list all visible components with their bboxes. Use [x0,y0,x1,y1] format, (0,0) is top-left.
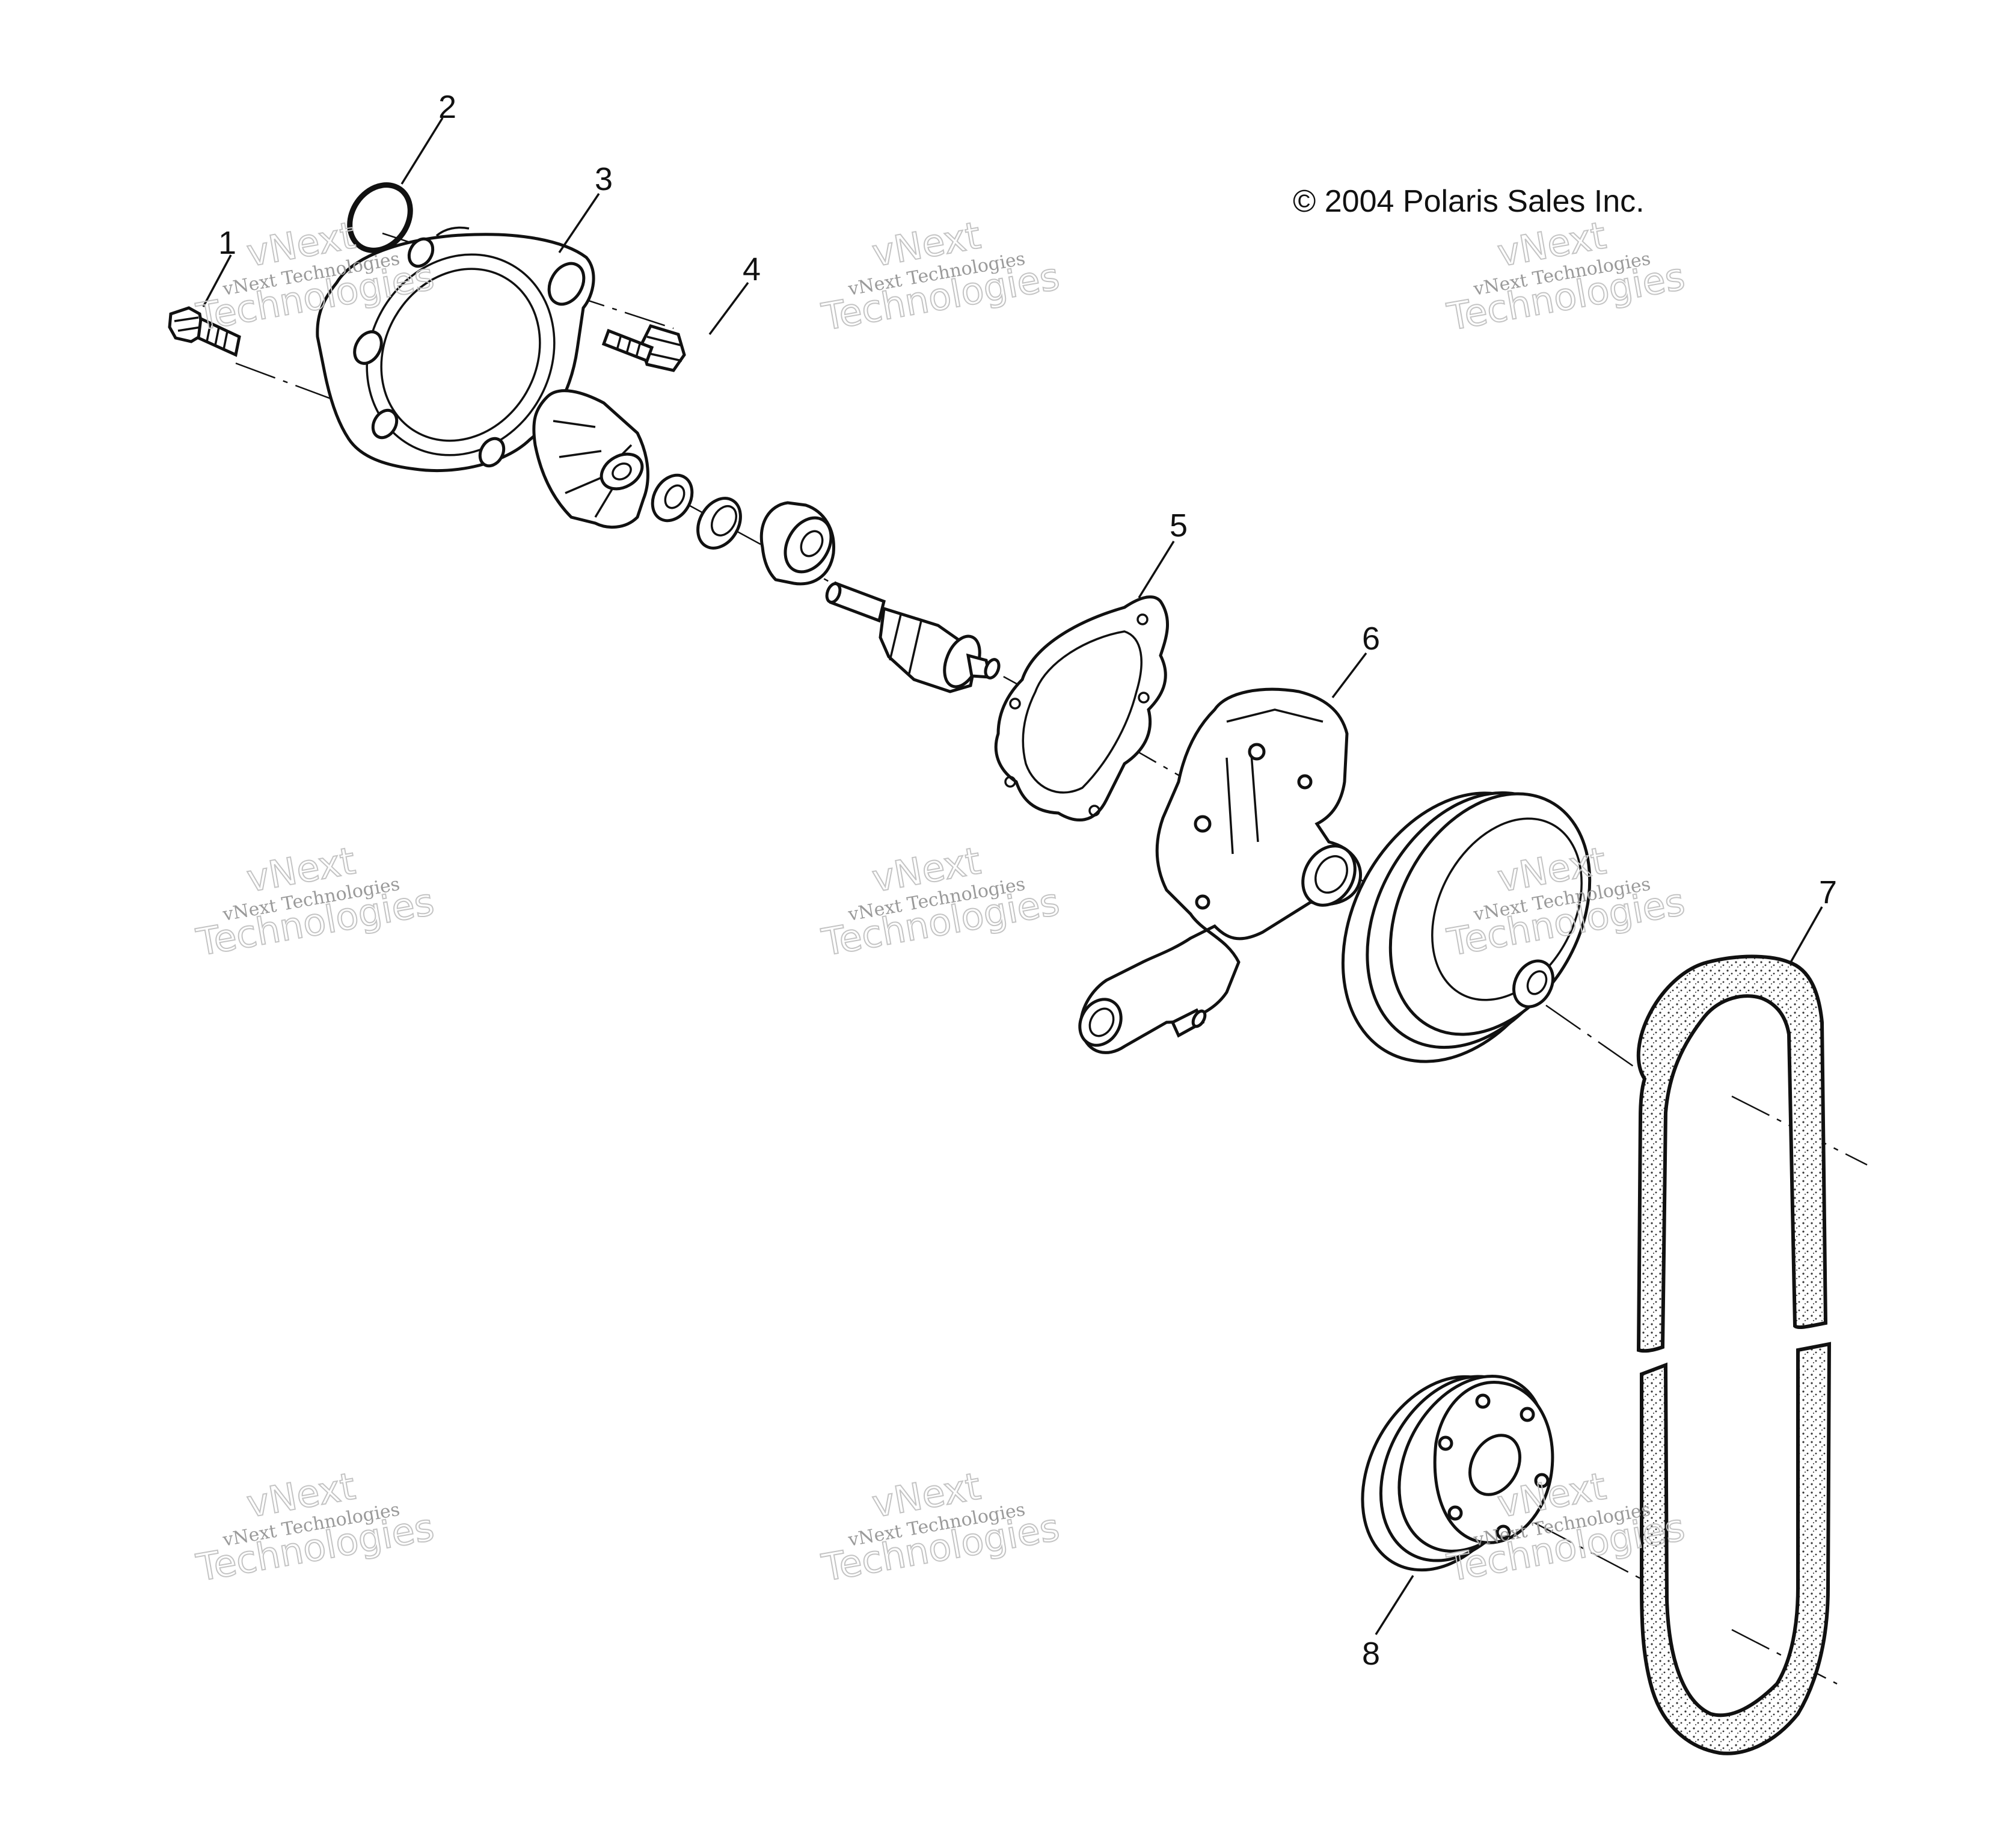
callout-4: 4 [743,251,761,287]
watermark: vNext vNext Technologies Technologies [818,212,1063,340]
bearing [759,501,836,586]
shaft-assembly [825,581,1001,693]
callout-1: 1 [218,225,236,261]
seal-washer [651,473,694,523]
part-3-pump-cover [316,226,595,472]
callout-6: 6 [1362,621,1380,657]
part-7-belt [1636,954,1832,1755]
watermark: vNext vNext Technologies Technologies [192,838,438,965]
seal-ring [696,497,742,550]
callout-8: 8 [1362,1636,1380,1672]
callout-5: 5 [1170,508,1188,544]
part-8-lower-pulley [1361,1375,1554,1572]
callout-3: 3 [595,161,613,197]
callout-labels: 1 2 3 4 5 6 7 8 [218,89,1837,1672]
part-4-bolt [601,324,686,372]
watermark: vNext vNext Technologies Technologies [192,1463,438,1591]
part-2-o-ring [347,182,413,253]
callout-2: 2 [438,89,456,125]
copyright-notice: © 2004 Polaris Sales Inc. [1293,184,1645,219]
leader-lines [202,117,1823,1635]
impeller [532,389,649,529]
watermark: vNext vNext Technologies Technologies [818,1463,1063,1591]
watermark: vNext vNext Technologies Technologies [818,838,1063,965]
watermark: vNext vNext Technologies Technologies [1443,212,1689,340]
part-6-pump-housing [1078,687,1363,1054]
part-1-bolt [168,306,241,357]
part-5-gasket [994,595,1170,821]
callout-7: 7 [1819,874,1837,910]
upper-pulley [1341,791,1592,1063]
